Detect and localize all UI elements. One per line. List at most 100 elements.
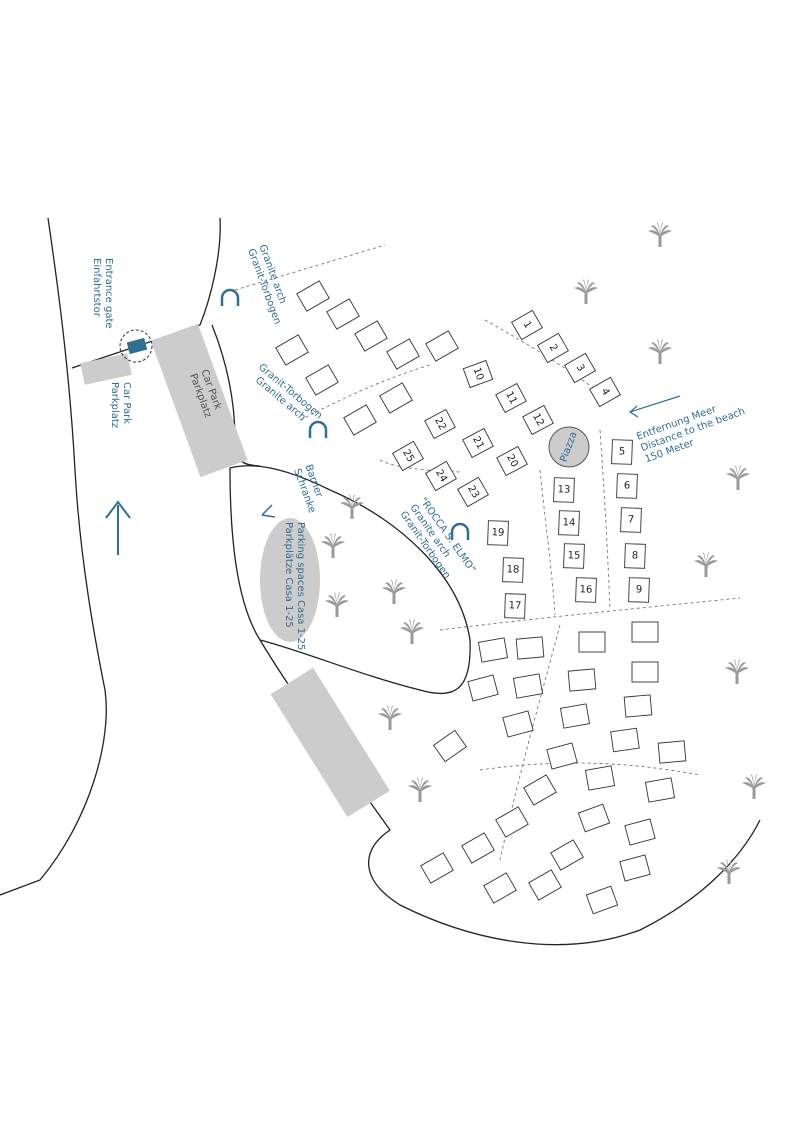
parking-casa-area (260, 518, 320, 642)
house-outline (305, 364, 339, 396)
piazza: Piazza (548, 426, 590, 468)
house-outline (467, 674, 499, 702)
car-park-small (80, 353, 132, 385)
car-park-main (150, 323, 248, 478)
house-number: 12 (530, 412, 546, 428)
house-7: 7 (620, 507, 642, 533)
house-outline (477, 637, 509, 663)
house-number: 1 (521, 319, 534, 330)
house-1: 1 (510, 309, 544, 341)
house-2: 2 (536, 332, 570, 364)
palm-tree-icon (400, 619, 424, 644)
entrance-gate (119, 329, 153, 363)
house-outline (584, 765, 616, 791)
house-outline (483, 872, 517, 904)
house-number: 10 (471, 366, 486, 382)
house-13: 13 (553, 477, 575, 503)
house-number: 21 (470, 435, 486, 451)
house-outline (326, 298, 360, 330)
house-outline (577, 803, 611, 833)
house-16: 16 (575, 577, 597, 603)
palm-tree-icon (725, 659, 749, 684)
house-number: 2 (547, 342, 560, 353)
gate-icon (126, 337, 148, 355)
house-outline (585, 885, 619, 915)
house-17: 17 (504, 593, 526, 619)
house-15: 15 (563, 543, 585, 569)
palm-tree-icon (408, 777, 432, 802)
house-number: 19 (491, 527, 504, 538)
house-outline (610, 727, 640, 753)
house-number: 8 (632, 550, 639, 561)
house-number: 17 (508, 600, 521, 611)
palm-tree-icon (340, 494, 364, 519)
palm-tree-icon (325, 592, 349, 617)
house-18: 18 (502, 557, 524, 583)
house-20: 20 (496, 445, 528, 477)
house-outline (425, 330, 459, 362)
svg-text:Entrance gate: Entrance gate (103, 258, 114, 329)
palm-tree-icon (694, 552, 718, 577)
palm-tree-icon (382, 579, 406, 604)
inner-loop-road (229, 465, 471, 695)
house-11: 11 (495, 382, 527, 414)
palm-tree-icon (717, 859, 741, 884)
house-number: 13 (557, 484, 570, 495)
svg-text:Parkplätze Casa 1-25: Parkplätze Casa 1-25 (283, 522, 294, 628)
house-number: 7 (628, 514, 635, 525)
svg-text:Parkplatz: Parkplatz (109, 382, 120, 428)
house-outline (523, 774, 557, 806)
palm-tree-icon (648, 339, 672, 364)
house-number: 16 (579, 584, 592, 595)
house-10: 10 (462, 359, 494, 389)
label-car-park-small: Parkplatz Car Park (109, 382, 132, 428)
house-outline (657, 740, 687, 764)
palm-tree-icon (378, 705, 402, 730)
arch-icon (220, 288, 240, 306)
house-outline (432, 729, 468, 763)
house-number: 4 (599, 386, 612, 397)
label-arch-rocca: Granit-Torbogen Granite arch "ROCCA S. E… (398, 496, 478, 581)
house-outline (546, 742, 578, 770)
palm-trees (321, 222, 766, 884)
numbered-houses: 1234567891011121314151617181920212223242… (391, 309, 650, 619)
house-number: 3 (574, 362, 587, 373)
house-23: 23 (456, 476, 490, 508)
house-4: 4 (588, 376, 622, 408)
house-number: 6 (624, 480, 631, 491)
house-number: 22 (432, 416, 448, 432)
house-outline (420, 852, 454, 884)
house-outline (512, 673, 544, 699)
label-arch-middle: Granit-Torbogen Granite arch (253, 362, 324, 423)
house-19: 19 (487, 520, 509, 546)
house-number: 18 (506, 564, 519, 575)
palm-tree-icon (742, 774, 766, 799)
house-5: 5 (611, 439, 633, 465)
arch-icon (308, 420, 328, 438)
label-barrier: Schranke Barrier (291, 463, 325, 514)
house-6: 6 (616, 473, 638, 499)
unnumbered-houses (275, 280, 687, 915)
house-outline (644, 777, 676, 803)
svg-text:Einfahrtstor: Einfahrtstor (91, 258, 102, 318)
house-outline (631, 621, 659, 643)
palm-tree-icon (726, 465, 750, 490)
house-number: 20 (504, 453, 520, 469)
palm-tree-icon (574, 279, 598, 304)
house-8: 8 (624, 543, 646, 569)
house-number: 15 (567, 550, 580, 561)
house-outline (515, 636, 545, 660)
house-outline (623, 694, 653, 718)
svg-text:Parking spaces Casa 1-25: Parking spaces Casa 1-25 (295, 522, 306, 650)
house-9: 9 (628, 577, 650, 603)
house-outline (386, 338, 420, 370)
house-outline (619, 854, 651, 882)
house-12: 12 (522, 404, 554, 436)
house-number: 5 (619, 446, 626, 457)
house-14: 14 (558, 510, 580, 536)
svg-text:Car Park: Car Park (121, 382, 132, 424)
house-25: 25 (391, 440, 425, 472)
house-outline (275, 334, 309, 366)
palm-tree-icon (648, 222, 672, 247)
house-24: 24 (424, 460, 458, 492)
